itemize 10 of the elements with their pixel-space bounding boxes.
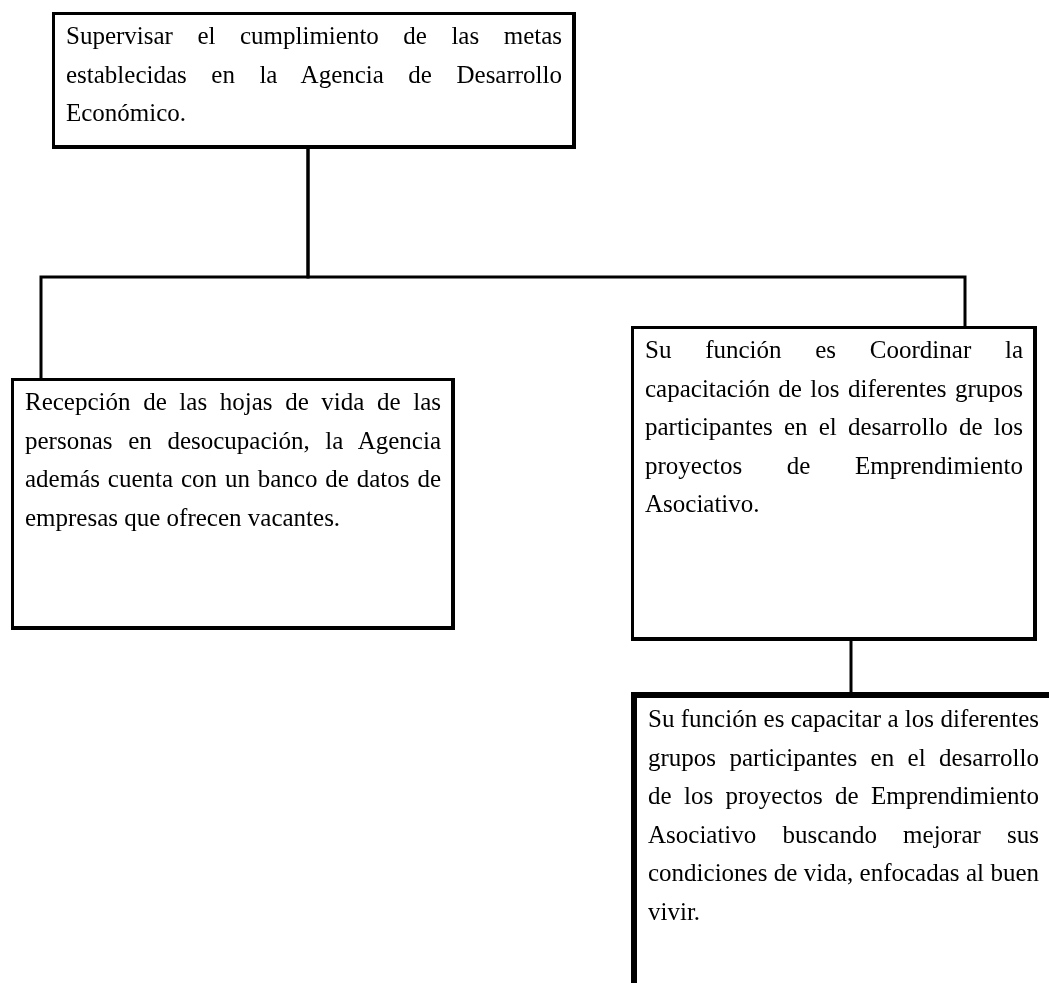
box-text: Supervisar el cumplimiento de las metas establecidas en la Agencia de Desarrollo Económico. — [66, 21, 562, 128]
connector-line — [306, 149, 967, 326]
text-box — [631, 692, 1049, 983]
box-text: Su función es capacitar a los diferentes grupos participantes en el desarrollo de los proyectos de Emprendimiento Asociativo buscando mejorar sus condiciones de vida, enfocadas al buen vivir. — [648, 704, 1039, 927]
text-box — [631, 326, 1037, 641]
box-text: Recepción de las hojas de vida de las personas en desocupación, la Agencia además cuenta con un banco de datos de empresas que ofrecen vacantes. — [25, 387, 441, 533]
connector-line — [849, 641, 853, 692]
box-text: Su función es Coordinar la capacitación de los diferentes grupos participantes en el desarrollo de los proyectos de Emprendimiento Asociativo. — [645, 335, 1023, 519]
text-box — [52, 12, 576, 149]
text-box — [11, 378, 455, 630]
